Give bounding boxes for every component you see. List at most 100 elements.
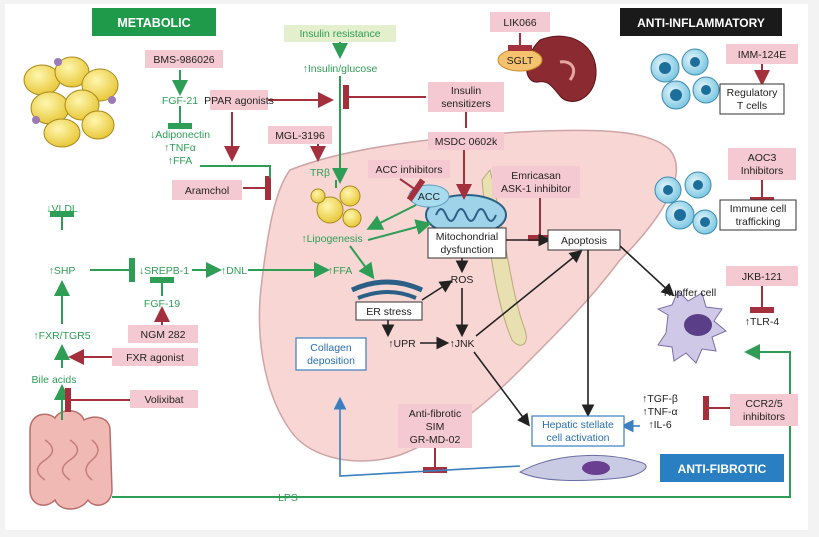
path-ffa-down: [200, 165, 271, 178]
drug-af-line1: Anti-fibrotic: [409, 408, 462, 420]
anti-fibrotic-banner: [660, 454, 784, 482]
drug-aoc3-line1: AOC3: [748, 152, 777, 164]
anti-inflammatory-banner-text: ANTI-INFLAMMATORY: [637, 16, 765, 30]
drug-box-aramchol: [172, 180, 242, 200]
insulin-resistance-box: [284, 25, 396, 42]
drug-box-mgl: [268, 126, 332, 144]
drug-box-msdc: [428, 132, 504, 150]
lipogenesis-text: ↑Lipogenesis: [301, 233, 362, 245]
drug-fxr-text: FXR agonist: [126, 352, 184, 364]
drug-box-lik066: [490, 12, 550, 32]
drug-box-emricasan: [492, 166, 580, 198]
drug-lik-text: LIK066: [503, 17, 536, 29]
kupffer-cell-icon: [656, 290, 727, 364]
er-stress-text: ER stress: [366, 306, 412, 318]
drug-mgl-text: MGL-3196: [275, 130, 325, 142]
liver-illustration: [258, 129, 677, 462]
apoptosis-box: [547, 229, 621, 251]
intestine-icon: [29, 410, 113, 510]
drug-box-insulin-sensitizers: [428, 82, 504, 112]
ffa-mid-text: ↑FFA: [328, 265, 353, 277]
drug-insulin-sens-line1: Insulin: [451, 85, 482, 97]
drug-imm-text: IMM-124E: [738, 49, 786, 61]
trafficking-line2: trafficking: [736, 216, 781, 228]
immune-cells-icon-top: [650, 48, 720, 110]
arrow-hsc-to-collagen: [333, 396, 521, 477]
collagen-deposition-box: [295, 337, 367, 371]
drug-box-imm124e: [726, 44, 798, 64]
drug-insulin-sens-line2: sensitizers: [441, 98, 491, 110]
ffa-left-text: ↑FFA: [168, 155, 193, 167]
sglt-label: SGLT: [507, 55, 534, 67]
acc-label: ACC: [418, 191, 441, 203]
drug-box-bms: [145, 50, 223, 68]
drug-af-line3: GR-MD-02: [410, 434, 461, 446]
immune-cells-icon-bottom: [654, 171, 718, 235]
arrow-er-to-ros: [421, 280, 453, 301]
drug-ccr-line2: inhibitors: [743, 411, 785, 423]
immune-trafficking-box: [719, 199, 797, 231]
collagen-line1: Collagen: [310, 342, 352, 354]
fgf19-text: FGF-19: [144, 298, 180, 310]
insulin-glucose-text: ↑Insulin/glucose: [303, 63, 378, 75]
srepb-text: ↓SREPB-1: [139, 265, 189, 277]
adipose-tissue-icon: [23, 56, 119, 148]
inhibit-acc: [399, 178, 426, 202]
drug-ccr-line1: CCR2/5: [745, 398, 783, 410]
drug-acc-inh-text: ACC inhibitors: [375, 164, 442, 176]
jnk-text: ↑JNK: [449, 338, 474, 350]
fxr-tgr5-text: ↑FXR/TGR5: [33, 330, 90, 342]
trafficking-line1: Immune cell: [730, 203, 787, 215]
apoptosis-text: Apoptosis: [561, 235, 607, 247]
upr-text: ↑UPR: [388, 338, 416, 350]
metabolic-banner: [92, 8, 216, 36]
arrow-acc-to-lipogenesis: [366, 204, 417, 230]
drug-ppar-text: PPAR agonists: [204, 95, 274, 107]
drug-box-ppar: [210, 90, 268, 110]
collagen-line2: deposition: [307, 355, 355, 367]
metabolic-banner-text: METABOLIC: [117, 16, 190, 30]
stellate-cell-icon: [518, 454, 647, 481]
drug-emricasan-line1: Emricasan: [511, 170, 561, 182]
drug-af-line2: SIM: [426, 421, 445, 433]
hsc-activation-box: [531, 415, 625, 447]
anti-inflammatory-banner: [620, 8, 782, 36]
adiponectin-text: ↓Adiponectin: [150, 129, 210, 141]
fgf21-text: FGF-21: [162, 95, 198, 107]
drug-emricasan-line2: ASK-1 inhibitor: [501, 183, 572, 195]
regulatory-line1: Regulatory: [727, 87, 779, 99]
shp-text: ↑SHP: [49, 265, 76, 277]
hsc-line2: cell activation: [546, 432, 609, 444]
drug-box-jkb121: [726, 266, 798, 286]
insulin-resistance-text: Insulin resistance: [299, 28, 380, 40]
ros-text: ROS: [451, 274, 474, 286]
mito-line1: Mitochondrial: [436, 231, 498, 243]
drug-box-acc-inhibitors: [368, 160, 450, 178]
drug-box-ngm: [128, 325, 198, 343]
drug-box-fxr-agonist: [112, 348, 198, 366]
bile-acids-text: Bile acids: [32, 374, 77, 386]
drug-volixibat-text: Volixibat: [144, 394, 183, 406]
il6-text: ↑IL-6: [648, 419, 672, 431]
tr-beta-text: TRβ: [310, 167, 330, 179]
kupffer-text: Kupffer cell: [664, 287, 716, 299]
mitochondrial-dysfunction-box: [427, 227, 507, 259]
drug-box-aoc3: [728, 148, 796, 180]
mito-line2: dysfunction: [440, 244, 493, 256]
arrow-jnk-to-apoptosis: [475, 249, 583, 337]
drug-msdc-text: MSDC 0602k: [435, 136, 498, 148]
mitochondria-icon: [425, 194, 507, 236]
er-stress-box: [355, 301, 423, 321]
drug-aramchol-text: Aramchol: [185, 185, 229, 197]
regulatory-t-cells-box: [719, 83, 785, 115]
regulatory-line2: T cells: [737, 100, 767, 112]
tgfb-text: ↑TGF-β: [642, 393, 678, 405]
anti-fibrotic-banner-text: ANTI-FIBROTIC: [678, 462, 767, 476]
drug-box-ccr25: [730, 394, 798, 426]
er-stress-icon: [350, 279, 424, 300]
drug-box-antifibrotic: [398, 404, 472, 448]
drug-bms-text: BMS-986026: [153, 54, 214, 66]
hsc-line1: Hepatic stellate: [542, 419, 614, 431]
tlr4-text: ↑TLR-4: [745, 316, 780, 328]
